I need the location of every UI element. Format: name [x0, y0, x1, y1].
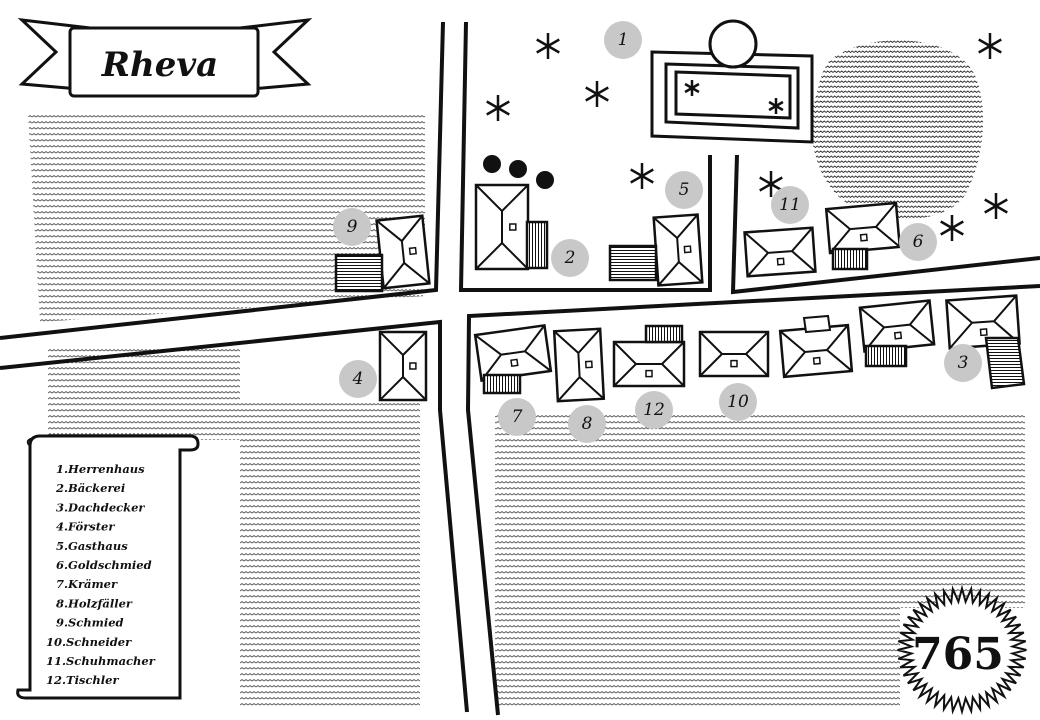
round-bush-icon: [536, 171, 554, 189]
legend-scroll: 1.Herrenhaus 2.Bäckerei 3.Dachdecker 4.Förs…: [16, 434, 200, 700]
location-marker[interactable]: 6: [899, 223, 937, 261]
legend-item: 11.Schuhmacher: [46, 654, 156, 668]
hip-roof-house-icon: [552, 327, 606, 403]
annex-inn: [608, 244, 658, 282]
hip-roof-house-icon: [743, 226, 817, 278]
legend-item: 8.Holzfäller: [56, 596, 133, 610]
asterisk-tree-icon: [759, 171, 783, 197]
hip-roof-house-icon: [474, 183, 530, 271]
page-badge: 765: [897, 584, 1027, 716]
road-east-edge-upper: [458, 21, 712, 292]
hip-roof-house-icon: [824, 201, 902, 255]
marker-number: 5: [679, 180, 690, 200]
roads: [0, 21, 1040, 716]
location-marker[interactable]: 10: [719, 383, 757, 421]
annexes: [334, 220, 1026, 395]
road-west-edge-upper: [0, 21, 445, 340]
marker-number: 1: [618, 30, 629, 50]
hip-roof-house-icon: [778, 323, 854, 379]
hip-roof-house-icon: [652, 213, 704, 287]
location-marker[interactable]: 9: [333, 208, 371, 246]
legend-item: 10.Schneider: [46, 635, 132, 649]
page-number: 765: [912, 629, 1004, 680]
location-marker[interactable]: 11: [771, 186, 809, 224]
annex-bakery: [525, 220, 549, 270]
location-marker[interactable]: 2: [551, 239, 589, 277]
legend-item: 1.Herrenhaus: [56, 462, 145, 476]
title-banner: Rheva: [17, 17, 313, 98]
hip-roof-house-icon: [858, 299, 936, 353]
chimney-turret: [802, 314, 832, 334]
marker-number: 7: [512, 407, 523, 427]
field-southeast: [495, 412, 1025, 708]
hip-roof-house-icon: [375, 214, 431, 290]
location-marker[interactable]: 4: [339, 360, 377, 398]
marker-number: 8: [582, 414, 593, 434]
road-west-edge-lower: [0, 319, 469, 713]
location-marker[interactable]: 7: [498, 398, 536, 436]
marker-number: 11: [779, 195, 801, 215]
annex-tailor-2: [864, 344, 908, 368]
hip-roof-house-icon: [612, 340, 686, 388]
asterisk-tree-icon: [940, 215, 964, 241]
legend-item: 5.Gasthaus: [56, 539, 128, 553]
asterisk-tree-icon: [768, 98, 784, 114]
bushes: [483, 155, 554, 189]
legend-item: 7.Krämer: [56, 577, 118, 591]
annex-smith: [334, 253, 384, 293]
annex-roofer: [984, 336, 1026, 390]
location-marker[interactable]: 3: [944, 344, 982, 382]
location-marker[interactable]: 1: [604, 21, 642, 59]
location-marker[interactable]: 8: [568, 405, 606, 443]
marker-number: 6: [913, 232, 924, 252]
legend-item: 3.Dachdecker: [56, 500, 145, 514]
trees: [486, 33, 1008, 241]
hip-roof-house-icon: [698, 330, 770, 378]
asterisk-tree-icon: [486, 95, 510, 121]
pond: [811, 40, 984, 219]
hip-roof-house-icon: [378, 330, 428, 402]
hip-roof-house-icon: [473, 323, 553, 383]
asterisk-tree-icon: [536, 33, 560, 59]
location-marker[interactable]: 12: [635, 391, 673, 429]
annex-goldsmith: [831, 247, 869, 271]
legend-item: 6.Goldschmied: [56, 558, 152, 572]
legend-item: 12.Tischler: [46, 673, 119, 687]
legend-item: 2.Bäckerei: [55, 481, 125, 495]
asterisk-tree-icon: [978, 33, 1002, 59]
legend-item: 4.Förster: [56, 520, 115, 534]
road-east-edge-lower: [465, 284, 1040, 716]
round-bush-icon: [483, 155, 501, 173]
hip-roof-house-icon: [945, 294, 1021, 350]
marker-number: 2: [564, 248, 576, 268]
location-marker[interactable]: 5: [665, 171, 703, 209]
houses: [375, 183, 1021, 403]
legend-item: 9.Schmied: [56, 616, 124, 630]
annex-carpenter: [644, 324, 684, 344]
asterisk-tree-icon: [630, 163, 654, 189]
marker-number: 12: [643, 400, 665, 420]
asterisk-tree-icon: [585, 81, 609, 107]
round-bush-icon: [509, 160, 527, 178]
manor-house: [650, 19, 814, 144]
field-northwest: [28, 112, 425, 322]
marker-number: 10: [727, 392, 749, 412]
marker-number: 9: [347, 217, 358, 237]
marker-number: 3: [958, 353, 969, 373]
marker-number: 4: [352, 369, 364, 389]
legend-list: 1.Herrenhaus 2.Bäckerei 3.Dachdecker 4.Förs…: [46, 462, 156, 687]
asterisk-tree-icon: [984, 193, 1008, 219]
road-east-edge-upper-2: [730, 154, 1040, 295]
annex-grocer: [482, 373, 522, 395]
asterisk-tree-icon: [684, 80, 700, 96]
map-title: Rheva: [101, 45, 218, 85]
